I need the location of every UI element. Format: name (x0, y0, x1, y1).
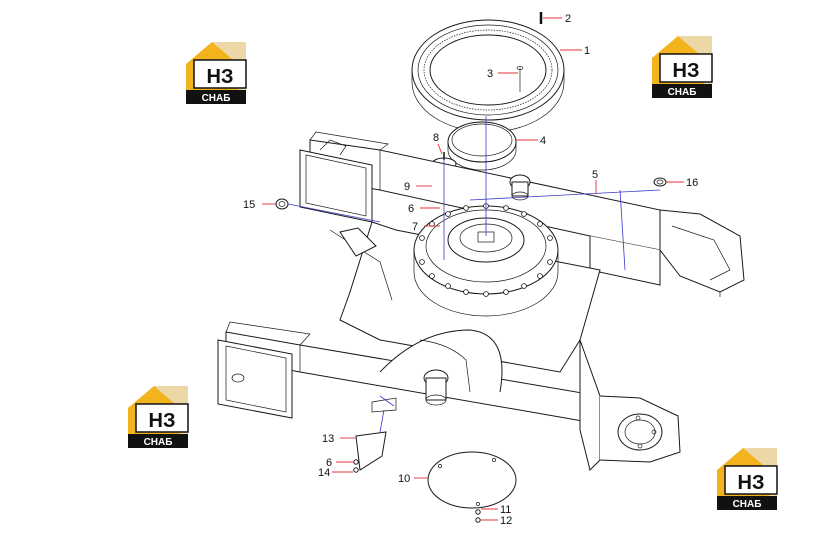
logo-caption-text: СНАБ (668, 87, 697, 98)
svg-text:8: 8 (433, 132, 439, 144)
logo-brand-text: НЗ (149, 410, 176, 432)
svg-text:6: 6 (408, 203, 414, 215)
logo-mid-left: НЗ СНАБ (128, 386, 189, 448)
lower-center-hump (379, 329, 503, 393)
svg-text:12: 12 (500, 515, 512, 527)
callout-5: 5 (592, 169, 598, 194)
svg-text:14: 14 (318, 467, 330, 479)
logo-brand-text: НЗ (673, 60, 700, 82)
svg-text:6: 6 (326, 457, 332, 469)
callout-1: 1 (560, 45, 590, 57)
callout-13: 13 (322, 433, 356, 445)
callout-8: 8 (433, 132, 443, 155)
callout-3: 3 (487, 68, 518, 80)
callout-4: 4 (516, 135, 546, 147)
svg-text:1: 1 (584, 45, 590, 57)
plug-15 (275, 198, 289, 210)
slewing-ring (411, 19, 565, 133)
logo-caption-text: СНАБ (144, 437, 173, 448)
upper-swivel-fitting (509, 174, 531, 201)
svg-text:9: 9 (404, 181, 410, 193)
bolt-11 (475, 509, 481, 515)
svg-text:3: 3 (487, 68, 493, 80)
callout-6-upper: 6 (408, 203, 440, 215)
logo-caption-text: СНАБ (202, 93, 231, 104)
pin-3 (516, 66, 524, 92)
frame-left-lower-track (217, 339, 293, 419)
cover-plate-13 (355, 397, 397, 471)
bolt-6-lower (353, 459, 359, 465)
svg-text:15: 15 (243, 199, 255, 211)
callout-12: 12 (481, 515, 512, 527)
svg-text:2: 2 (565, 13, 571, 25)
lower-swivel-fitting (423, 369, 449, 406)
plug-16 (653, 177, 667, 187)
svg-text:4: 4 (540, 135, 546, 147)
callout-10: 10 (398, 473, 428, 485)
frame-right-upper-lug (659, 209, 745, 297)
logo-brand-text: НЗ (207, 66, 234, 88)
svg-text:5: 5 (592, 169, 598, 181)
washer-14 (353, 467, 359, 473)
svg-text:11: 11 (500, 504, 511, 516)
callout-14: 14 (318, 467, 353, 479)
svg-text:13: 13 (322, 433, 334, 445)
callout-6-lower: 6 (326, 457, 353, 469)
logo-top-right: НЗ СНАБ (652, 36, 713, 98)
center-turntable-mount (413, 203, 559, 317)
round-cover-10 (427, 451, 517, 509)
logo-top-left: НЗ СНАБ (186, 42, 247, 104)
callout-7: 7 (412, 221, 440, 233)
callout-2: 2 (543, 13, 571, 25)
callout-11: 11 (481, 504, 511, 516)
seal-ring (447, 121, 517, 171)
svg-text:10: 10 (398, 473, 410, 485)
callout-16: 16 (666, 177, 698, 189)
svg-text:7: 7 (412, 221, 418, 233)
svg-text:16: 16 (686, 177, 698, 189)
logo-brand-text: НЗ (738, 472, 765, 494)
frame-right-lower-lug (579, 339, 681, 471)
callouts: 1 2 3 4 5 6 7 8 (243, 13, 698, 527)
callout-15: 15 (243, 199, 276, 211)
assembly-axis-lines (287, 116, 487, 433)
callout-9: 9 (404, 181, 432, 193)
logo-bottom-right: НЗ СНАБ (717, 448, 778, 510)
washer-12 (475, 517, 481, 523)
logo-caption-text: СНАБ (733, 499, 762, 510)
